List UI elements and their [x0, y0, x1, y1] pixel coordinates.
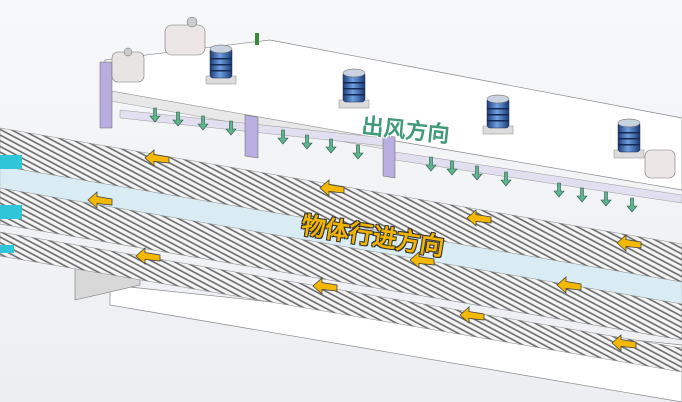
blower-fan-3 [644, 149, 676, 179]
conveyor-belt-3 [0, 231, 682, 373]
motor-3 [482, 94, 514, 135]
blower-fan-2 [164, 16, 206, 56]
conveyor-belt-1 [0, 127, 682, 283]
air-arrow-down-icon [600, 191, 612, 207]
air-arrow-down-icon [626, 197, 638, 213]
support-post [382, 134, 396, 179]
air-arrow-down-icon [576, 187, 588, 203]
air-arrow-down-icon [352, 144, 364, 160]
support-post-mid [244, 114, 259, 159]
belt-end-left-3 [0, 245, 14, 253]
conveyor-belt-2 [0, 187, 682, 341]
indicator-light [255, 33, 259, 45]
belt-end-left-2 [0, 205, 22, 219]
blower-fan-1 [111, 47, 145, 83]
motor-2 [338, 68, 370, 109]
motor-4 [613, 118, 645, 159]
air-arrow-down-icon [325, 138, 337, 154]
belt-end-left-1 [0, 155, 22, 169]
support-post-left [99, 61, 113, 129]
motor-1 [205, 44, 237, 85]
